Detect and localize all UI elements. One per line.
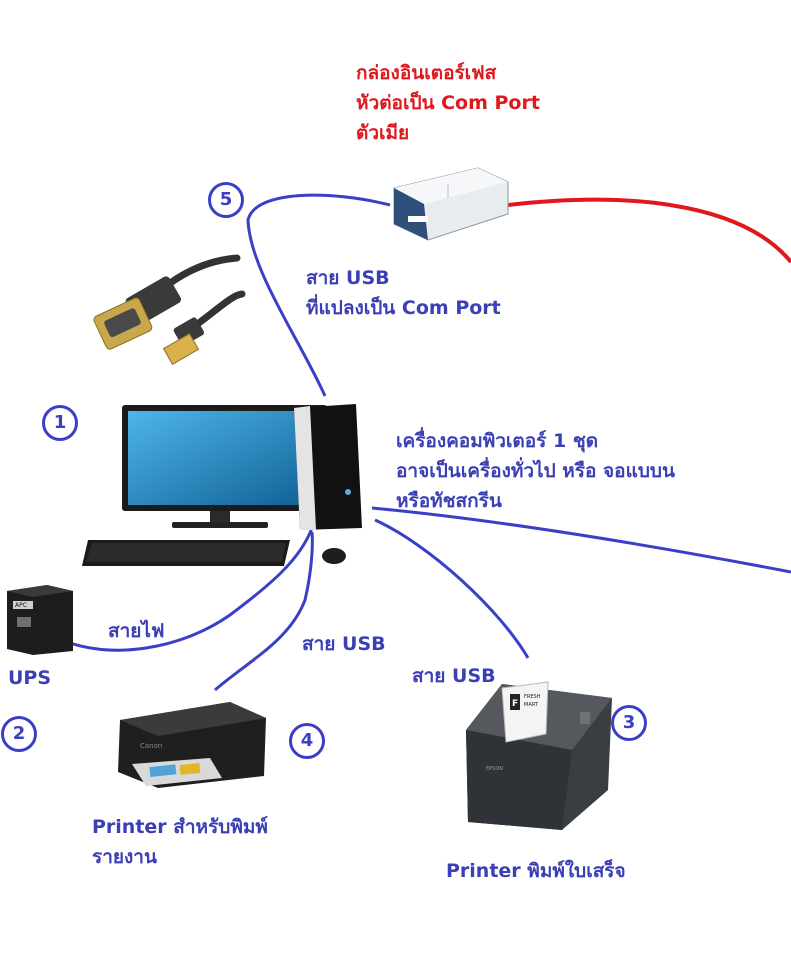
ups-image: APC <box>7 585 73 655</box>
report-printer-label: Printer สำหรับพิมพ์ รายงาน <box>92 812 268 872</box>
red-serial-cable <box>507 197 791 264</box>
computer-label: เครื่องคอมพิวเตอร์ 1 ชุด อาจเป็นเครื่องท… <box>396 426 675 516</box>
number-badge-2: 2 <box>1 716 37 752</box>
number-badge-1: 1 <box>42 405 78 441</box>
ups-brand-text: APC <box>15 602 27 609</box>
usb-com-label: สาย USB ที่แปลงเป็น Com Port <box>306 263 501 323</box>
usb-com-label-line1: สาย USB <box>306 267 390 289</box>
interface-box-device <box>393 167 509 241</box>
receipt-paper-mart: MART <box>524 702 539 708</box>
usb-serial-adapter-image <box>93 254 246 365</box>
ups-power-cable <box>61 527 314 652</box>
receipt-printer-label: Printer พิมพ์ใบเสร็จ <box>446 860 626 882</box>
computer-label-line2: อาจเป็นเครื่องทั่วไป หรือ จอแบบน <box>396 460 675 482</box>
number-badge-4: 4 <box>289 723 325 759</box>
receipt-paper-fresh: FRESH <box>524 694 541 700</box>
number-badge-3: 3 <box>611 705 647 741</box>
report-printer-image: Canon <box>118 702 266 788</box>
report-printer-label-line2: รายงาน <box>92 846 157 868</box>
computer-right-cable <box>371 506 791 574</box>
usb-com-label-line2: ที่แปลงเป็น Com Port <box>306 297 501 319</box>
number-badge-5: 5 <box>208 182 244 218</box>
receipt-paper-f: F <box>512 699 518 709</box>
power-cable-label: สายไฟ <box>108 620 165 642</box>
interface-box-label-line3: ตัวเมีย <box>356 122 410 144</box>
interface-box-label: กล่องอินเตอร์เฟส หัวต่อเป็น Com Port ตัว… <box>356 58 540 148</box>
usb-right-label: สาย USB <box>412 665 496 687</box>
computer-label-line3: หรือทัชสกรีน <box>396 490 502 512</box>
report-printer-usb-cable <box>214 531 314 692</box>
computer-set-image <box>82 404 362 566</box>
usb-left-label: สาย USB <box>302 633 386 655</box>
receipt-printer-image: F FRESH MART EPSON <box>466 681 612 830</box>
report-printer-label-line1: Printer สำหรับพิมพ์ <box>92 816 268 838</box>
receipt-printer-brand: EPSON <box>486 766 503 772</box>
interface-box-label-line2: หัวต่อเป็น Com Port <box>356 92 540 114</box>
interface-box-label-line1: กล่องอินเตอร์เฟส <box>356 62 497 84</box>
computer-label-line1: เครื่องคอมพิวเตอร์ 1 ชุด <box>396 430 599 452</box>
usb-com-cable <box>246 193 391 397</box>
ups-label: UPS <box>8 667 52 689</box>
report-printer-brand: Canon <box>140 742 162 750</box>
computer-receipt-printer-cable <box>374 518 530 659</box>
